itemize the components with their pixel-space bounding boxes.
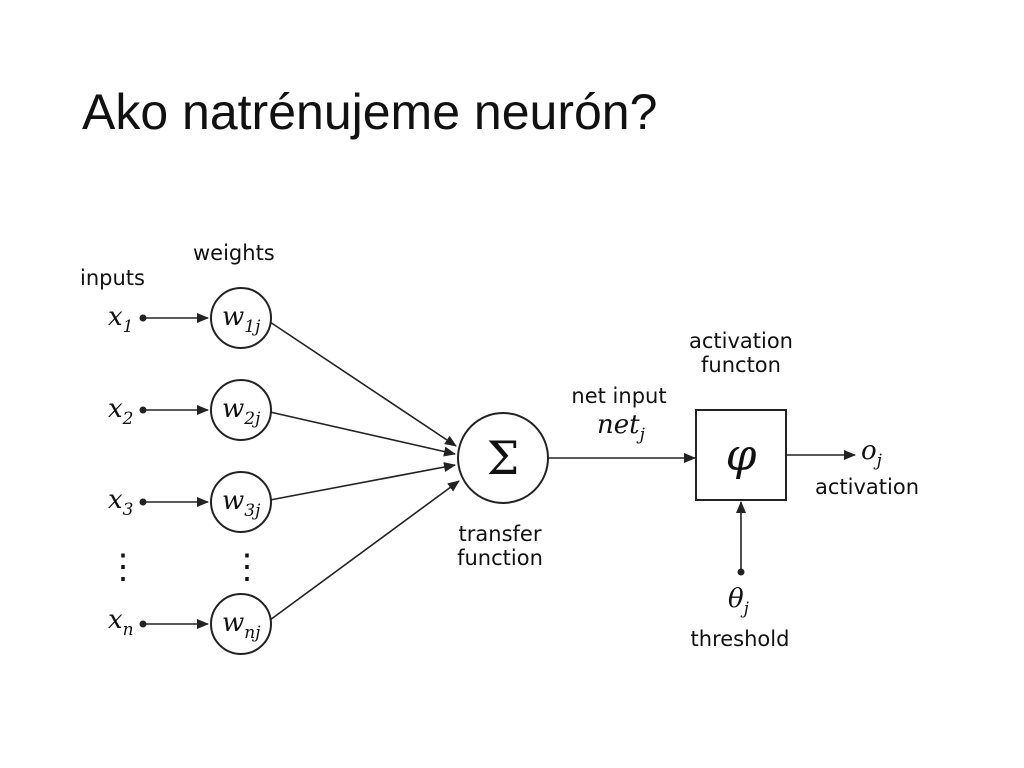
transfer-function-label-1: transfer bbox=[459, 522, 542, 546]
weight-node bbox=[210, 379, 272, 441]
threshold-label: threshold bbox=[691, 627, 790, 651]
input-x3: x3 bbox=[108, 485, 134, 520]
output-symbol: oj bbox=[861, 436, 883, 471]
activation-function-label-1: activation bbox=[689, 329, 793, 353]
net-input-label: net input bbox=[571, 384, 666, 408]
input-x2: x2 bbox=[108, 394, 134, 429]
input-row-1: x1 w1j bbox=[108, 287, 272, 349]
activation-box bbox=[695, 409, 787, 501]
transfer-function-label-2: function bbox=[457, 546, 543, 570]
weights-ellipsis: ⋮ bbox=[230, 547, 264, 587]
sum-icon: Σ bbox=[487, 431, 520, 485]
threshold-symbol: θj bbox=[728, 584, 750, 619]
weight-node bbox=[210, 287, 272, 349]
input-x1: x1 bbox=[108, 302, 134, 337]
input-row-3: x3 w3j bbox=[108, 471, 272, 533]
weight-node bbox=[210, 593, 272, 655]
slide-title: Ako natrénujeme neurón? bbox=[82, 84, 658, 140]
weight-w3j: w3j bbox=[222, 486, 261, 521]
threshold-dot bbox=[737, 568, 745, 576]
input-row-2: x2 w2j bbox=[108, 379, 272, 441]
net-input-symbol: netj bbox=[597, 410, 646, 445]
weight-w2j: w2j bbox=[222, 394, 261, 429]
weights-label: weights bbox=[193, 241, 275, 265]
weight-to-sum-arrow-3 bbox=[269, 462, 456, 501]
weight-to-sum-arrow-n bbox=[269, 480, 460, 621]
weight-node bbox=[210, 471, 272, 533]
weight-wnj: wnj bbox=[222, 608, 261, 643]
input-xn: xn bbox=[108, 605, 134, 640]
inputs-label: inputs bbox=[80, 266, 145, 290]
weight-w1j: w1j bbox=[222, 302, 261, 337]
activation-function-label-2: functon bbox=[701, 353, 781, 377]
activation-label: activation bbox=[815, 475, 919, 499]
inputs-ellipsis: ⋮ bbox=[106, 547, 140, 587]
input-row-n: xn wnj bbox=[108, 593, 272, 655]
phi-icon: φ bbox=[726, 430, 757, 481]
weight-to-sum-arrow-2 bbox=[269, 411, 456, 457]
weight-to-sum-arrow-1 bbox=[269, 321, 457, 447]
